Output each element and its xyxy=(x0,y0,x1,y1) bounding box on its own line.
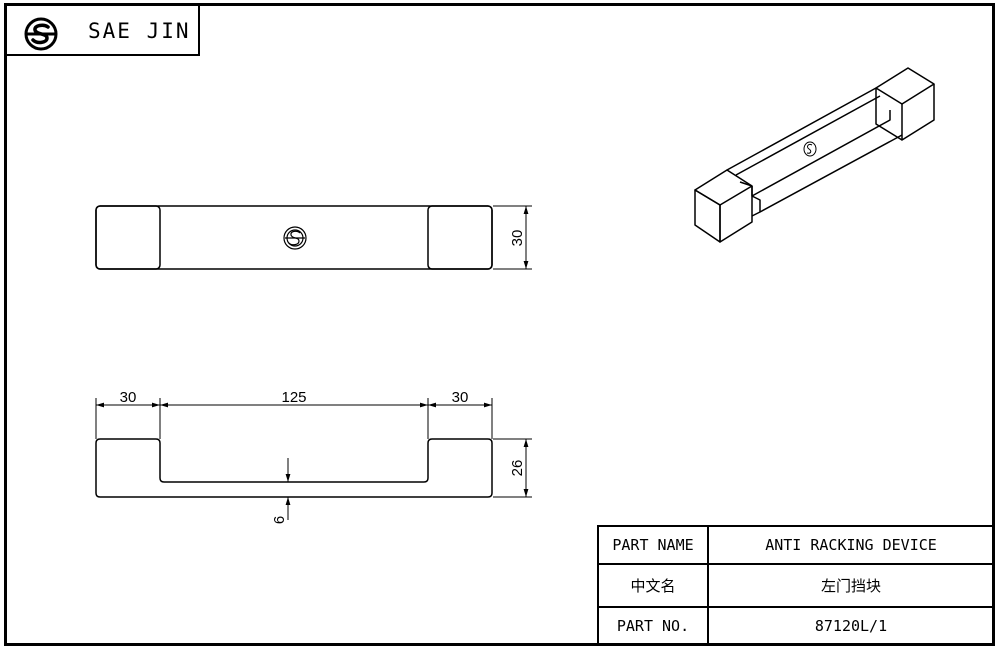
recess-depth-label: 6 xyxy=(271,516,288,524)
chinese-name-label: 中文名 xyxy=(597,562,709,609)
title-block: PART NAME ANTI RACKING DEVICE 中文名 左门挡块 P… xyxy=(597,525,995,646)
side-height-label: 26 xyxy=(509,460,526,477)
right-width-label: 30 xyxy=(452,389,469,406)
drawing-frame xyxy=(4,3,995,646)
middle-width-label: 125 xyxy=(281,389,306,406)
title-row-chinese-name: 中文名 左门挡块 xyxy=(597,562,995,609)
brand-name: SAE JIN xyxy=(88,19,191,43)
isometric-view xyxy=(694,67,935,243)
part-name-label: PART NAME xyxy=(597,525,709,565)
part-no-label: PART NO. xyxy=(597,606,709,646)
title-row-part-no: PART NO. 87120L/1 xyxy=(597,606,995,646)
chinese-name-value: 左门挡块 xyxy=(707,562,995,609)
front-height-label: 30 xyxy=(509,230,526,247)
sae-jin-logo-icon xyxy=(24,17,58,51)
front-view xyxy=(95,205,493,270)
top-view-extension-lines xyxy=(95,398,532,520)
top-view xyxy=(95,438,493,498)
brand-box: SAE JIN xyxy=(4,3,200,56)
iso-stamp-logo-icon xyxy=(803,141,817,157)
part-name-value: ANTI RACKING DEVICE xyxy=(707,525,995,565)
front-height-dimension xyxy=(493,205,532,270)
title-row-part-name: PART NAME ANTI RACKING DEVICE xyxy=(597,525,995,565)
left-width-label: 30 xyxy=(120,389,137,406)
stamp-logo-icon xyxy=(283,226,307,250)
part-no-value: 87120L/1 xyxy=(707,606,995,646)
